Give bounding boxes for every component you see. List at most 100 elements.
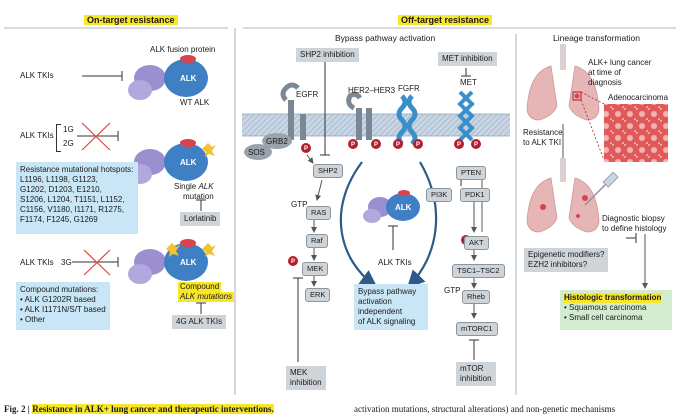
ras-node: RAS xyxy=(306,206,332,220)
lineage-line: Resistance xyxy=(523,128,563,137)
lineage-line: ALK+ lung cancer xyxy=(588,58,652,67)
gtp-label-2: GTP xyxy=(444,286,461,295)
caption-title: Resistance in ALK+ lung cancer and thera… xyxy=(32,404,274,414)
alk-mid-label: ALK xyxy=(395,203,412,212)
alk-protein-1 xyxy=(128,55,208,100)
alk-tkis-mid-label: ALK TKIs xyxy=(378,258,412,267)
histologic-box: Histologic transformation • Squamous car… xyxy=(560,290,672,330)
lineage-line: to define histology xyxy=(602,224,667,233)
alk-protein-mid xyxy=(363,190,420,223)
figure-caption: Fig. 2 | Resistance in ALK+ lung cancer … xyxy=(4,404,615,414)
lineage-line: to ALK TKI xyxy=(523,138,562,147)
bypass-box: Bypass pathway activation independent of… xyxy=(354,284,428,330)
lineage-line: Diagnostic biopsy xyxy=(602,214,665,223)
tsc-node: TSC1–TSC2 xyxy=(452,264,505,278)
alk-label-1: ALK xyxy=(180,74,197,83)
svg-text:P: P xyxy=(396,142,400,148)
single-alk-mutation-label: Single ALK xyxy=(174,182,214,191)
histologic-item: • Small cell carcinoma xyxy=(564,313,643,322)
gen-2g: 2G xyxy=(63,139,74,148)
bypass-box-line: independent xyxy=(358,307,403,316)
resistance-label: Resistance to ALK TKI xyxy=(523,128,563,148)
shp2-node: SHP2 xyxy=(313,164,343,178)
her2-her3-receptor xyxy=(346,91,372,140)
egfr-label: EGFR xyxy=(296,90,319,99)
met-inhibition-box: MET inhibition xyxy=(438,52,497,66)
mek-inhibition-box: MEK inhibition xyxy=(286,366,326,390)
her2-her3-label: HER2–HER3 xyxy=(348,86,396,95)
lungs-top xyxy=(526,44,600,121)
bypass-box-line: Bypass pathway xyxy=(358,287,417,296)
raf-node: Raf xyxy=(306,234,328,248)
histologic-item: • Squamous carcinoma xyxy=(564,303,647,312)
mtor-inhibition-line: mTOR xyxy=(460,364,484,373)
bypass-arrow-left xyxy=(339,161,378,288)
mtor-inhibition-box: mTOR inhibition xyxy=(456,362,496,386)
hotspot-line: C1156, V1180, I1171, R1275, xyxy=(20,205,125,214)
alk-label-3: ALK xyxy=(180,258,197,267)
lungs-bottom xyxy=(526,158,600,233)
sos-shape xyxy=(244,144,272,160)
single-alk-mutation-label-2: mutation xyxy=(183,192,214,201)
biopsy-label: Diagnostic biopsy to define histology xyxy=(602,214,667,234)
lineage-line: diagnosis xyxy=(588,78,622,87)
pten-node: PTEN xyxy=(456,166,487,180)
bypass-arrow-right xyxy=(406,161,438,289)
adenocarcinoma-label: Adenocarcinoma xyxy=(608,93,669,102)
met-receptor xyxy=(457,90,475,142)
fgfr-receptor xyxy=(396,94,418,146)
sos-label: SOS xyxy=(248,148,265,157)
compound-item: • ALK G1202R based xyxy=(20,295,96,304)
grb2-label: GRB2 xyxy=(266,137,288,146)
svg-text:P: P xyxy=(351,142,355,148)
header-lineage: Lineage transformation xyxy=(553,33,640,43)
compound-box: Compound mutations: • ALK G1202R based •… xyxy=(16,282,110,330)
alk-protein-2 xyxy=(128,139,216,184)
p-label: P xyxy=(304,146,308,152)
phospho-circles xyxy=(288,139,481,266)
egfr-receptor xyxy=(280,82,306,140)
hotspot-line: F1174, F1245, G1269 xyxy=(20,215,98,224)
rheb-node: Rheb xyxy=(462,290,490,304)
hotspot-line: G1202, D1203, E1210, xyxy=(20,185,102,194)
alk-fusion-protein-label: ALK fusion protein xyxy=(150,45,216,54)
svg-text:P: P xyxy=(291,259,295,265)
compound-title: Compound mutations: xyxy=(20,285,99,294)
histologic-title: Histologic transformation xyxy=(564,293,662,303)
gen-bracket xyxy=(56,124,61,152)
cell-membrane xyxy=(242,114,510,136)
svg-text:P: P xyxy=(457,142,461,148)
caption-continuation: activation mutations, structural alterat… xyxy=(354,404,616,414)
mtorc1-node: mTORC1 xyxy=(456,322,498,336)
akt-node: AKT xyxy=(464,236,489,250)
alk-label-2: ALK xyxy=(180,158,197,167)
erk-node: ERK xyxy=(305,288,331,302)
alk-tkis-label-3: ALK TKIs xyxy=(20,258,54,267)
compound-alk-label: Compound xyxy=(178,282,222,292)
compound-item: • Other xyxy=(20,315,46,324)
caption-label: Fig. 2 | xyxy=(4,404,30,414)
header-off-target: Off-target resistance xyxy=(398,15,493,26)
alk-protein-3 xyxy=(128,239,216,284)
hotspots-title: Resistance mutational hotspots: xyxy=(20,165,134,174)
hotspot-line: S1206, L1204, T1151, L1152, xyxy=(20,195,125,204)
svg-text:P: P xyxy=(374,142,378,148)
biopsy-needle xyxy=(584,171,619,206)
adenocarcinoma-tissue xyxy=(604,104,668,162)
gen-1g: 1G xyxy=(63,125,74,134)
tkis-4g-box: 4G ALK TKIs xyxy=(172,315,227,329)
hotspot-line: L1196, L1198, G1123, xyxy=(20,175,98,184)
compound-item: • ALK I1171N/S/T based xyxy=(20,305,106,314)
pdk1-node: PDK1 xyxy=(460,188,490,202)
svg-text:P: P xyxy=(416,142,420,148)
lorlatinib-box: Lorlatinib xyxy=(180,212,221,226)
alk-lung-cancer-label: ALK+ lung cancer at time of diagnosis xyxy=(588,58,651,88)
epigenetic-box: Epigenetic modifiers? EZH2 inhibitors? xyxy=(524,248,609,272)
svg-text:P: P xyxy=(474,142,478,148)
mek-inhibition-line: MEK xyxy=(290,368,308,377)
grb2-shape xyxy=(262,133,292,149)
lineage-line: at time of xyxy=(588,68,621,77)
gtp-label-1: GTP xyxy=(291,200,308,209)
